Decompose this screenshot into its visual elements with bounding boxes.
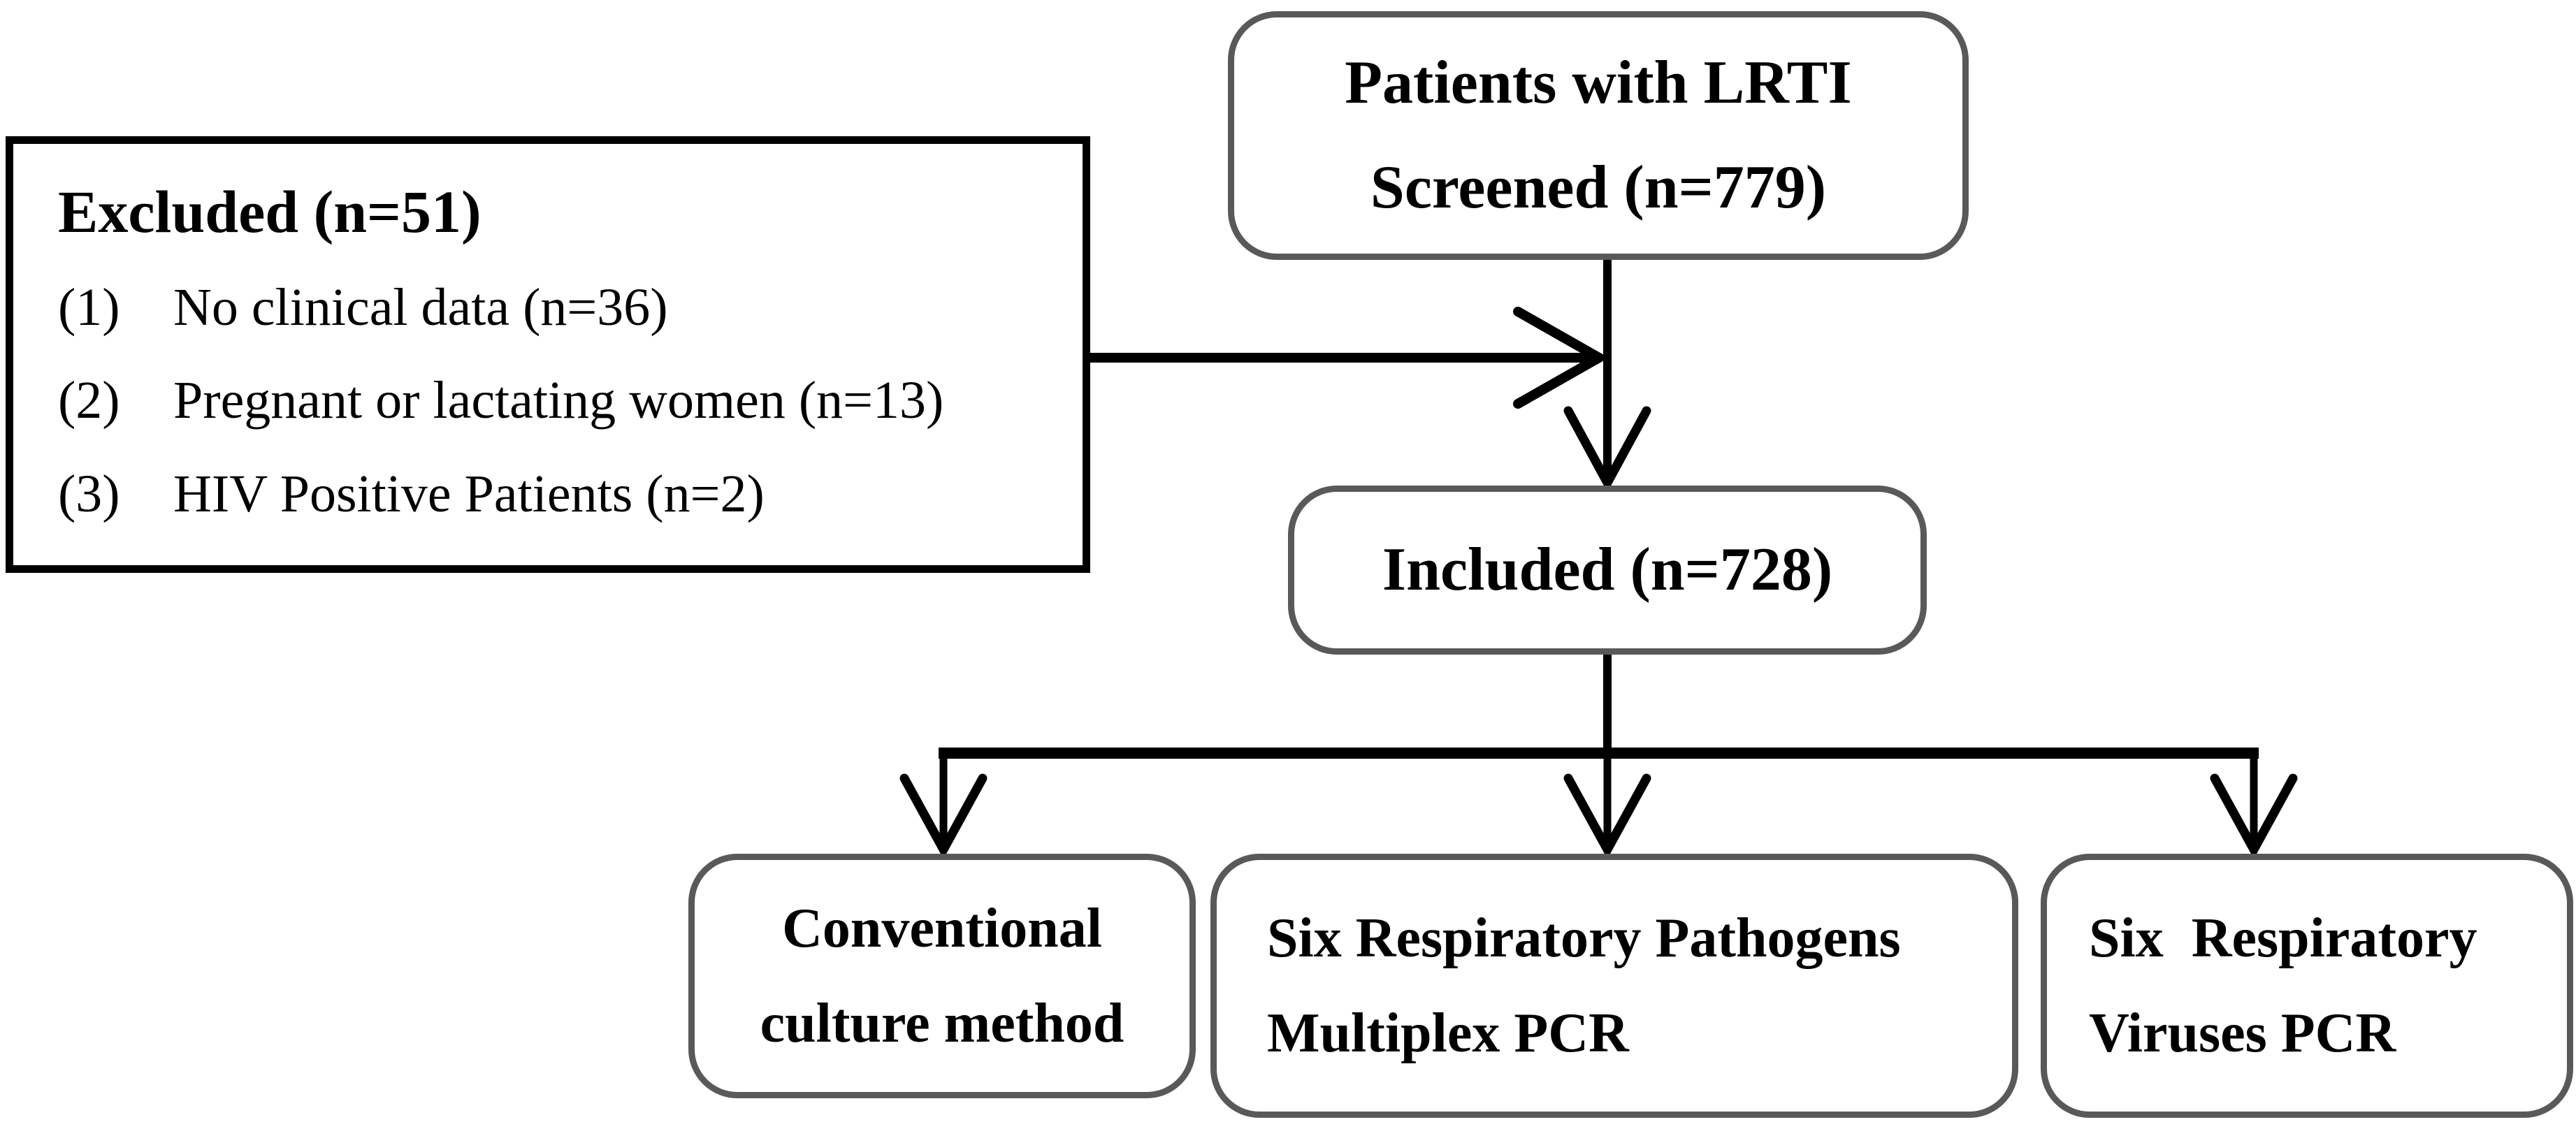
excluded-list-item: (1) No clinical data (n=36) (58, 277, 1062, 337)
excluded-title: Excluded (n=51) (58, 178, 482, 245)
node-conventional-culture-line1: Conventional (782, 898, 1102, 959)
node-patients-screened-line1: Patients with LRTI (1345, 49, 1852, 117)
node-pathogens-multiplex-pcr-line1: Six Respiratory Pathogens (1267, 908, 1901, 969)
excluded-item-number: (3) (58, 465, 120, 524)
node-included: Included (n=728) (1288, 486, 1927, 655)
arrowhead-down-culture-icon (899, 773, 987, 859)
node-patients-screened: Patients with LRTI Screened (n=779) (1228, 11, 1969, 260)
node-viruses-pcr-line2: Viruses PCR (2089, 1003, 2396, 1064)
excluded-item-number: (1) (58, 277, 120, 337)
excluded-list-item: (3) HIV Positive Patients (n=2) (58, 465, 1062, 524)
excluded-item-text: Pregnant or lactating women (n=13) (173, 371, 944, 430)
node-included-label: Included (n=728) (1382, 536, 1833, 604)
node-viruses-pcr-line1: Six Respiratory (2089, 908, 2477, 969)
node-conventional-culture-line2: culture method (760, 993, 1124, 1054)
excluded-item-text: HIV Positive Patients (n=2) (173, 465, 765, 524)
arrowhead-down-included-icon (1563, 406, 1651, 493)
node-conventional-culture: Conventional culture method (688, 854, 1196, 1098)
node-viruses-pcr: Six Respiratory Viruses PCR (2041, 854, 2573, 1118)
arrowhead-down-virus-icon (2210, 773, 2298, 859)
node-pathogens-multiplex-pcr-line2: Multiplex PCR (1267, 1003, 1629, 1064)
arrowhead-down-multiplex-icon (1563, 773, 1651, 859)
arrowhead-right-junction-icon (1513, 307, 1609, 409)
excluded-item-text: No clinical data (n=36) (173, 277, 668, 337)
excluded-list: (1) No clinical data (n=36) (2) Pregnant… (58, 277, 1062, 524)
node-patients-screened-line2: Screened (n=779) (1370, 154, 1827, 221)
excluded-list-item: (2) Pregnant or lactating women (n=13) (58, 372, 1062, 430)
node-excluded: Excluded (n=51) (1) No clinical data (n=… (6, 136, 1090, 573)
node-pathogens-multiplex-pcr: Six Respiratory Pathogens Multiplex PCR (1210, 854, 2018, 1118)
excluded-item-number: (2) (58, 371, 120, 430)
